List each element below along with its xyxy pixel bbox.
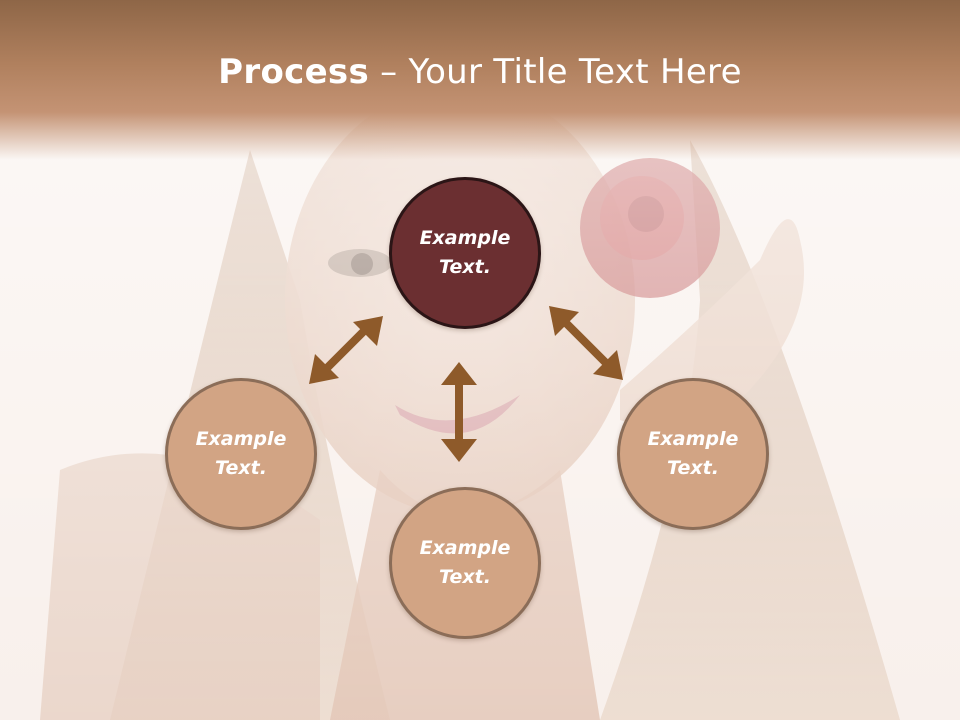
arrow-top-left xyxy=(309,316,383,384)
arrow-top-right xyxy=(549,306,623,380)
node-right: Example Text. xyxy=(617,378,769,530)
node-left: Example Text. xyxy=(165,378,317,530)
title-strong: Process xyxy=(218,52,370,92)
slide-title: Process – Your Title Text Here xyxy=(0,52,960,92)
header-band xyxy=(0,0,960,160)
node-right-line1: Example xyxy=(647,428,739,450)
node-right-line2: Text. xyxy=(667,457,719,479)
node-top-line1: Example xyxy=(419,227,511,249)
node-bottom-line2: Text. xyxy=(439,566,491,588)
node-left-line1: Example xyxy=(195,428,287,450)
title-rest: – Your Title Text Here xyxy=(369,52,742,92)
arrow-vertical xyxy=(441,362,477,462)
node-top: Example Text. xyxy=(389,177,541,329)
node-bottom-line1: Example xyxy=(419,537,511,559)
node-top-line2: Text. xyxy=(439,256,491,278)
node-bottom: Example Text. xyxy=(389,487,541,639)
node-left-line2: Text. xyxy=(215,457,267,479)
